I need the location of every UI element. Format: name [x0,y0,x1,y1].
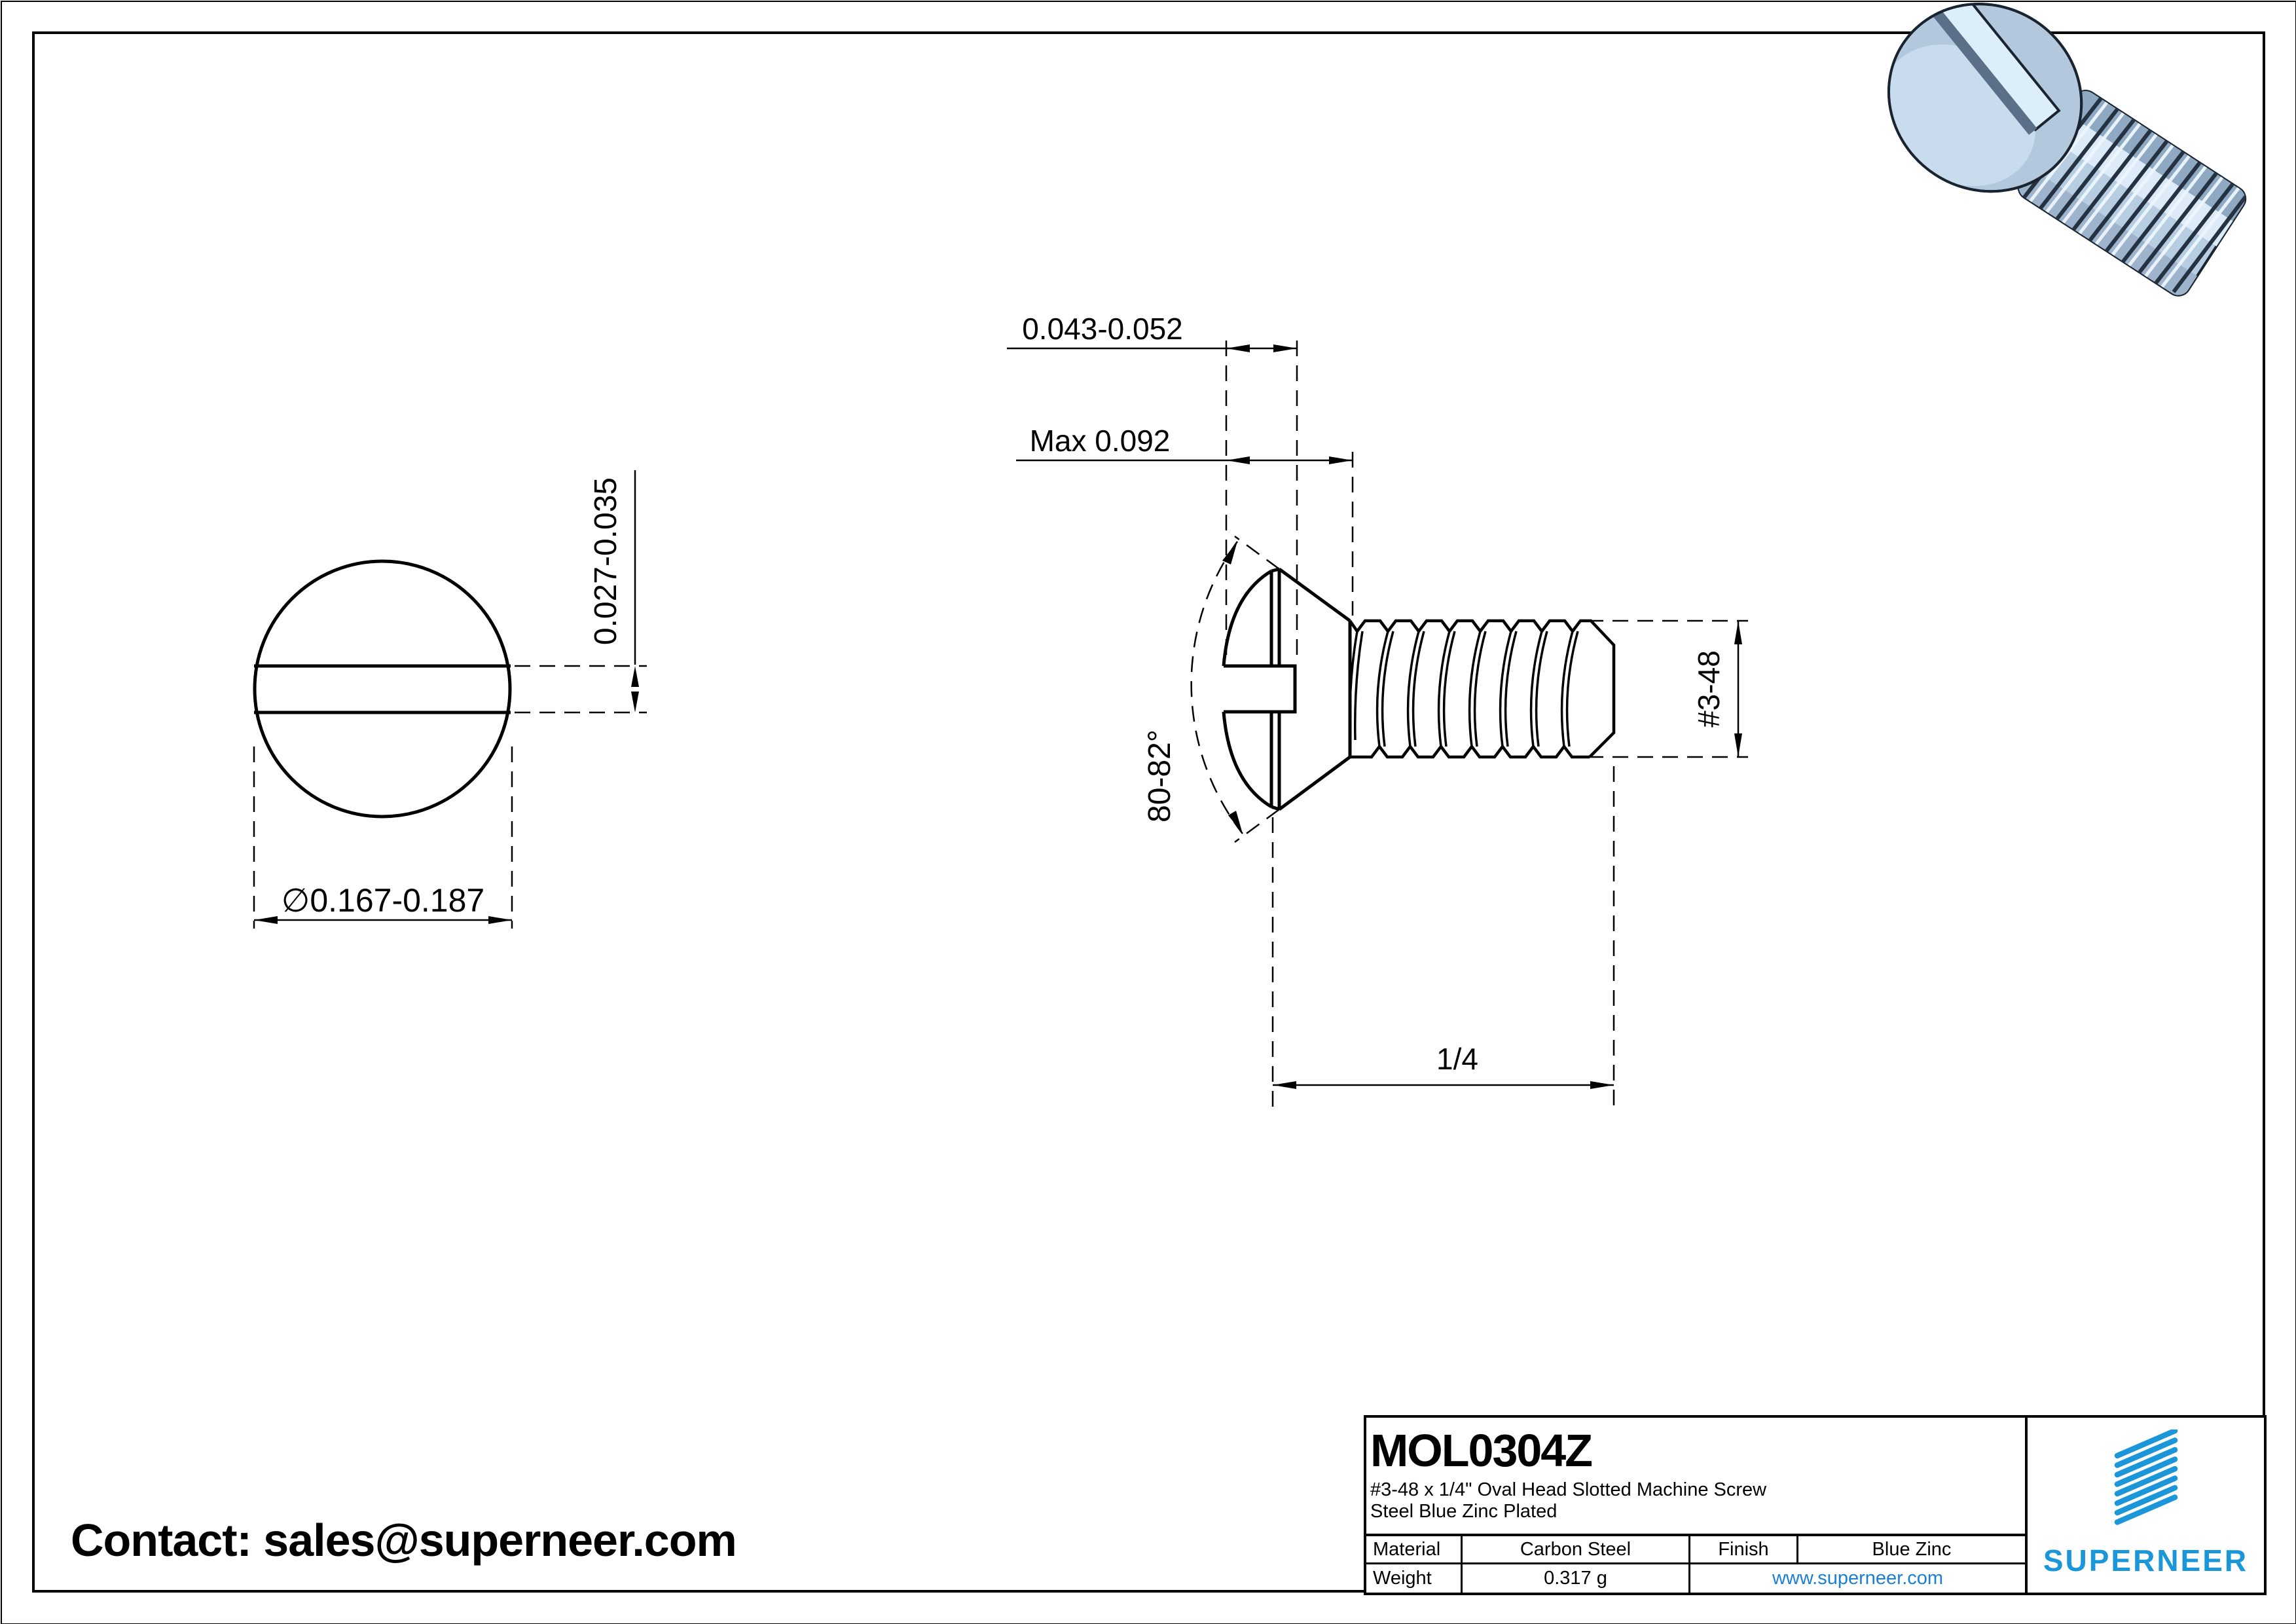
part-info: MOL0304Z #3-48 x 1/4" Oval Head Slotted … [1366,1418,2025,1534]
screw-shank [2014,86,2250,300]
thread-spec-dim: #3-48 [1692,650,1726,728]
head-outline-circle [253,559,512,819]
brand-logo-stripes-icon [2114,1430,2178,1525]
part-description-line1: #3-48 x 1/4" Oval Head Slotted Machine S… [1370,1479,1767,1500]
material-label: Material [1366,1536,1463,1564]
website-link[interactable]: www.superneer.com [1772,1568,1944,1589]
part-description: #3-48 x 1/4" Oval Head Slotted Machine S… [1370,1479,2025,1522]
slot-depth-dim: 0.027-0.035 [589,477,623,645]
slot-dim-arrows [631,666,639,712]
title-block: MOL0304Z #3-48 x 1/4" Oval Head Slotted … [1364,1415,2267,1595]
head-angle-dim: 80-82° [1142,729,1177,822]
head-slot [1925,0,2061,136]
slot-edges [254,664,511,714]
side-view: 0.043-0.052 Max 0.092 80-82° #3-48 1/4 [1007,312,1748,1107]
slot-width-ext-dashed [1225,341,1298,663]
angle-arrows [1222,542,1243,834]
thread-ext-dashed [1588,619,1748,758]
length-ext-dashed [1271,766,1615,1107]
dia-extension-dashed [253,747,513,929]
slot-extension-dashed [515,665,647,714]
weight-label: Weight [1366,1564,1463,1593]
contact-line: Contact: sales@superneer.com [71,1515,737,1566]
slot-width-arrows [1226,344,1297,352]
material-value: Carbon Steel [1463,1536,1690,1564]
head-outline [1222,567,1352,811]
thread-flanks [1348,631,1579,747]
part-number: MOL0304Z [1370,1425,1593,1476]
product-render-3d [1880,0,2250,300]
length-dim: 1/4 [1436,1042,1478,1076]
front-view: 0.027-0.035 ∅0.167-0.187 [253,470,647,929]
sheet-inner-border [32,31,2265,1593]
title-block-info-column: MOL0304Z #3-48 x 1/4" Oval Head Slotted … [1366,1418,2025,1593]
angle-ext-dashed [1234,535,1280,843]
angle-arc-dashed [1190,541,1243,834]
slot-width-dim: 0.043-0.052 [1022,312,1183,346]
brand-name: SUPERNEER [2043,1543,2249,1578]
weight-value: 0.317 g [1463,1564,1690,1593]
head-height-dim: Max 0.092 [1030,424,1171,458]
screw-head [1880,0,2118,193]
part-description-line2: Steel Blue Zinc Plated [1370,1501,1558,1522]
head-diameter-dim: ∅0.167-0.187 [282,882,484,919]
brand-cell: SUPERNEER [2025,1418,2264,1593]
finish-value: Blue Zinc [1798,1536,2025,1564]
spec-table: Material Carbon Steel Finish Blue Zinc W… [1366,1534,2025,1593]
finish-label: Finish [1690,1536,1798,1564]
